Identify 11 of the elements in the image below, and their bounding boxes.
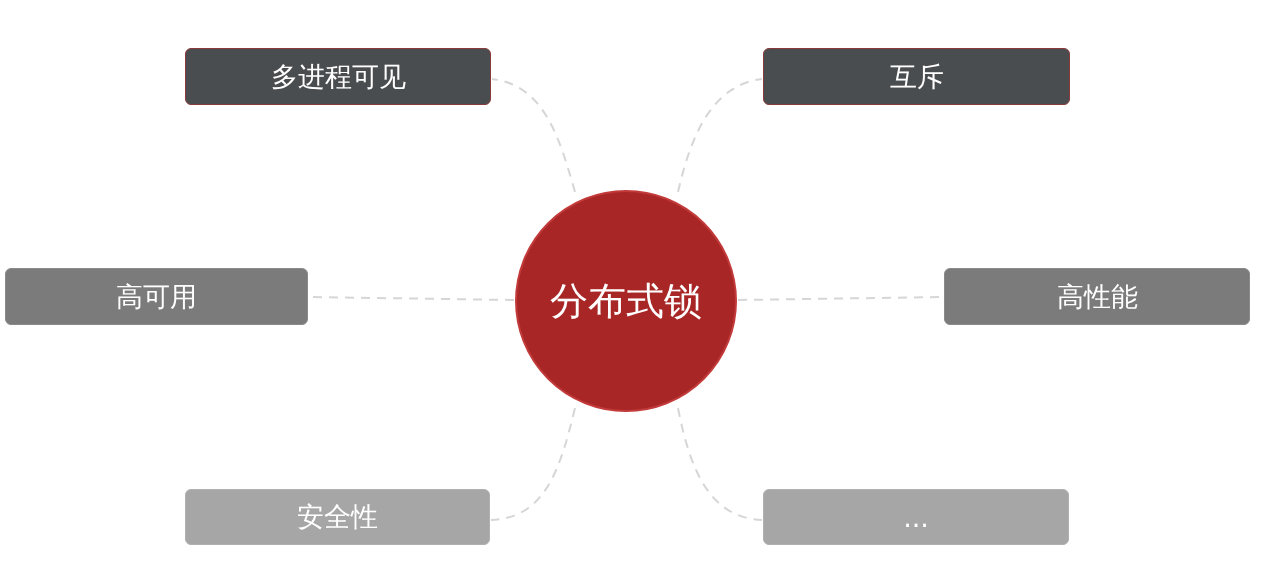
connector-line	[490, 407, 576, 521]
connector-line	[491, 78, 576, 193]
feature-box: 安全性	[185, 489, 490, 545]
connector-line	[677, 78, 763, 193]
feature-box: 高可用	[5, 268, 308, 325]
feature-box: 互斥	[763, 48, 1070, 105]
feature-box: ...	[763, 489, 1069, 545]
connector-line	[677, 407, 763, 521]
topic-circle: 分布式锁	[515, 190, 737, 412]
feature-box: 高性能	[944, 268, 1250, 325]
feature-box: 多进程可见	[185, 48, 491, 105]
